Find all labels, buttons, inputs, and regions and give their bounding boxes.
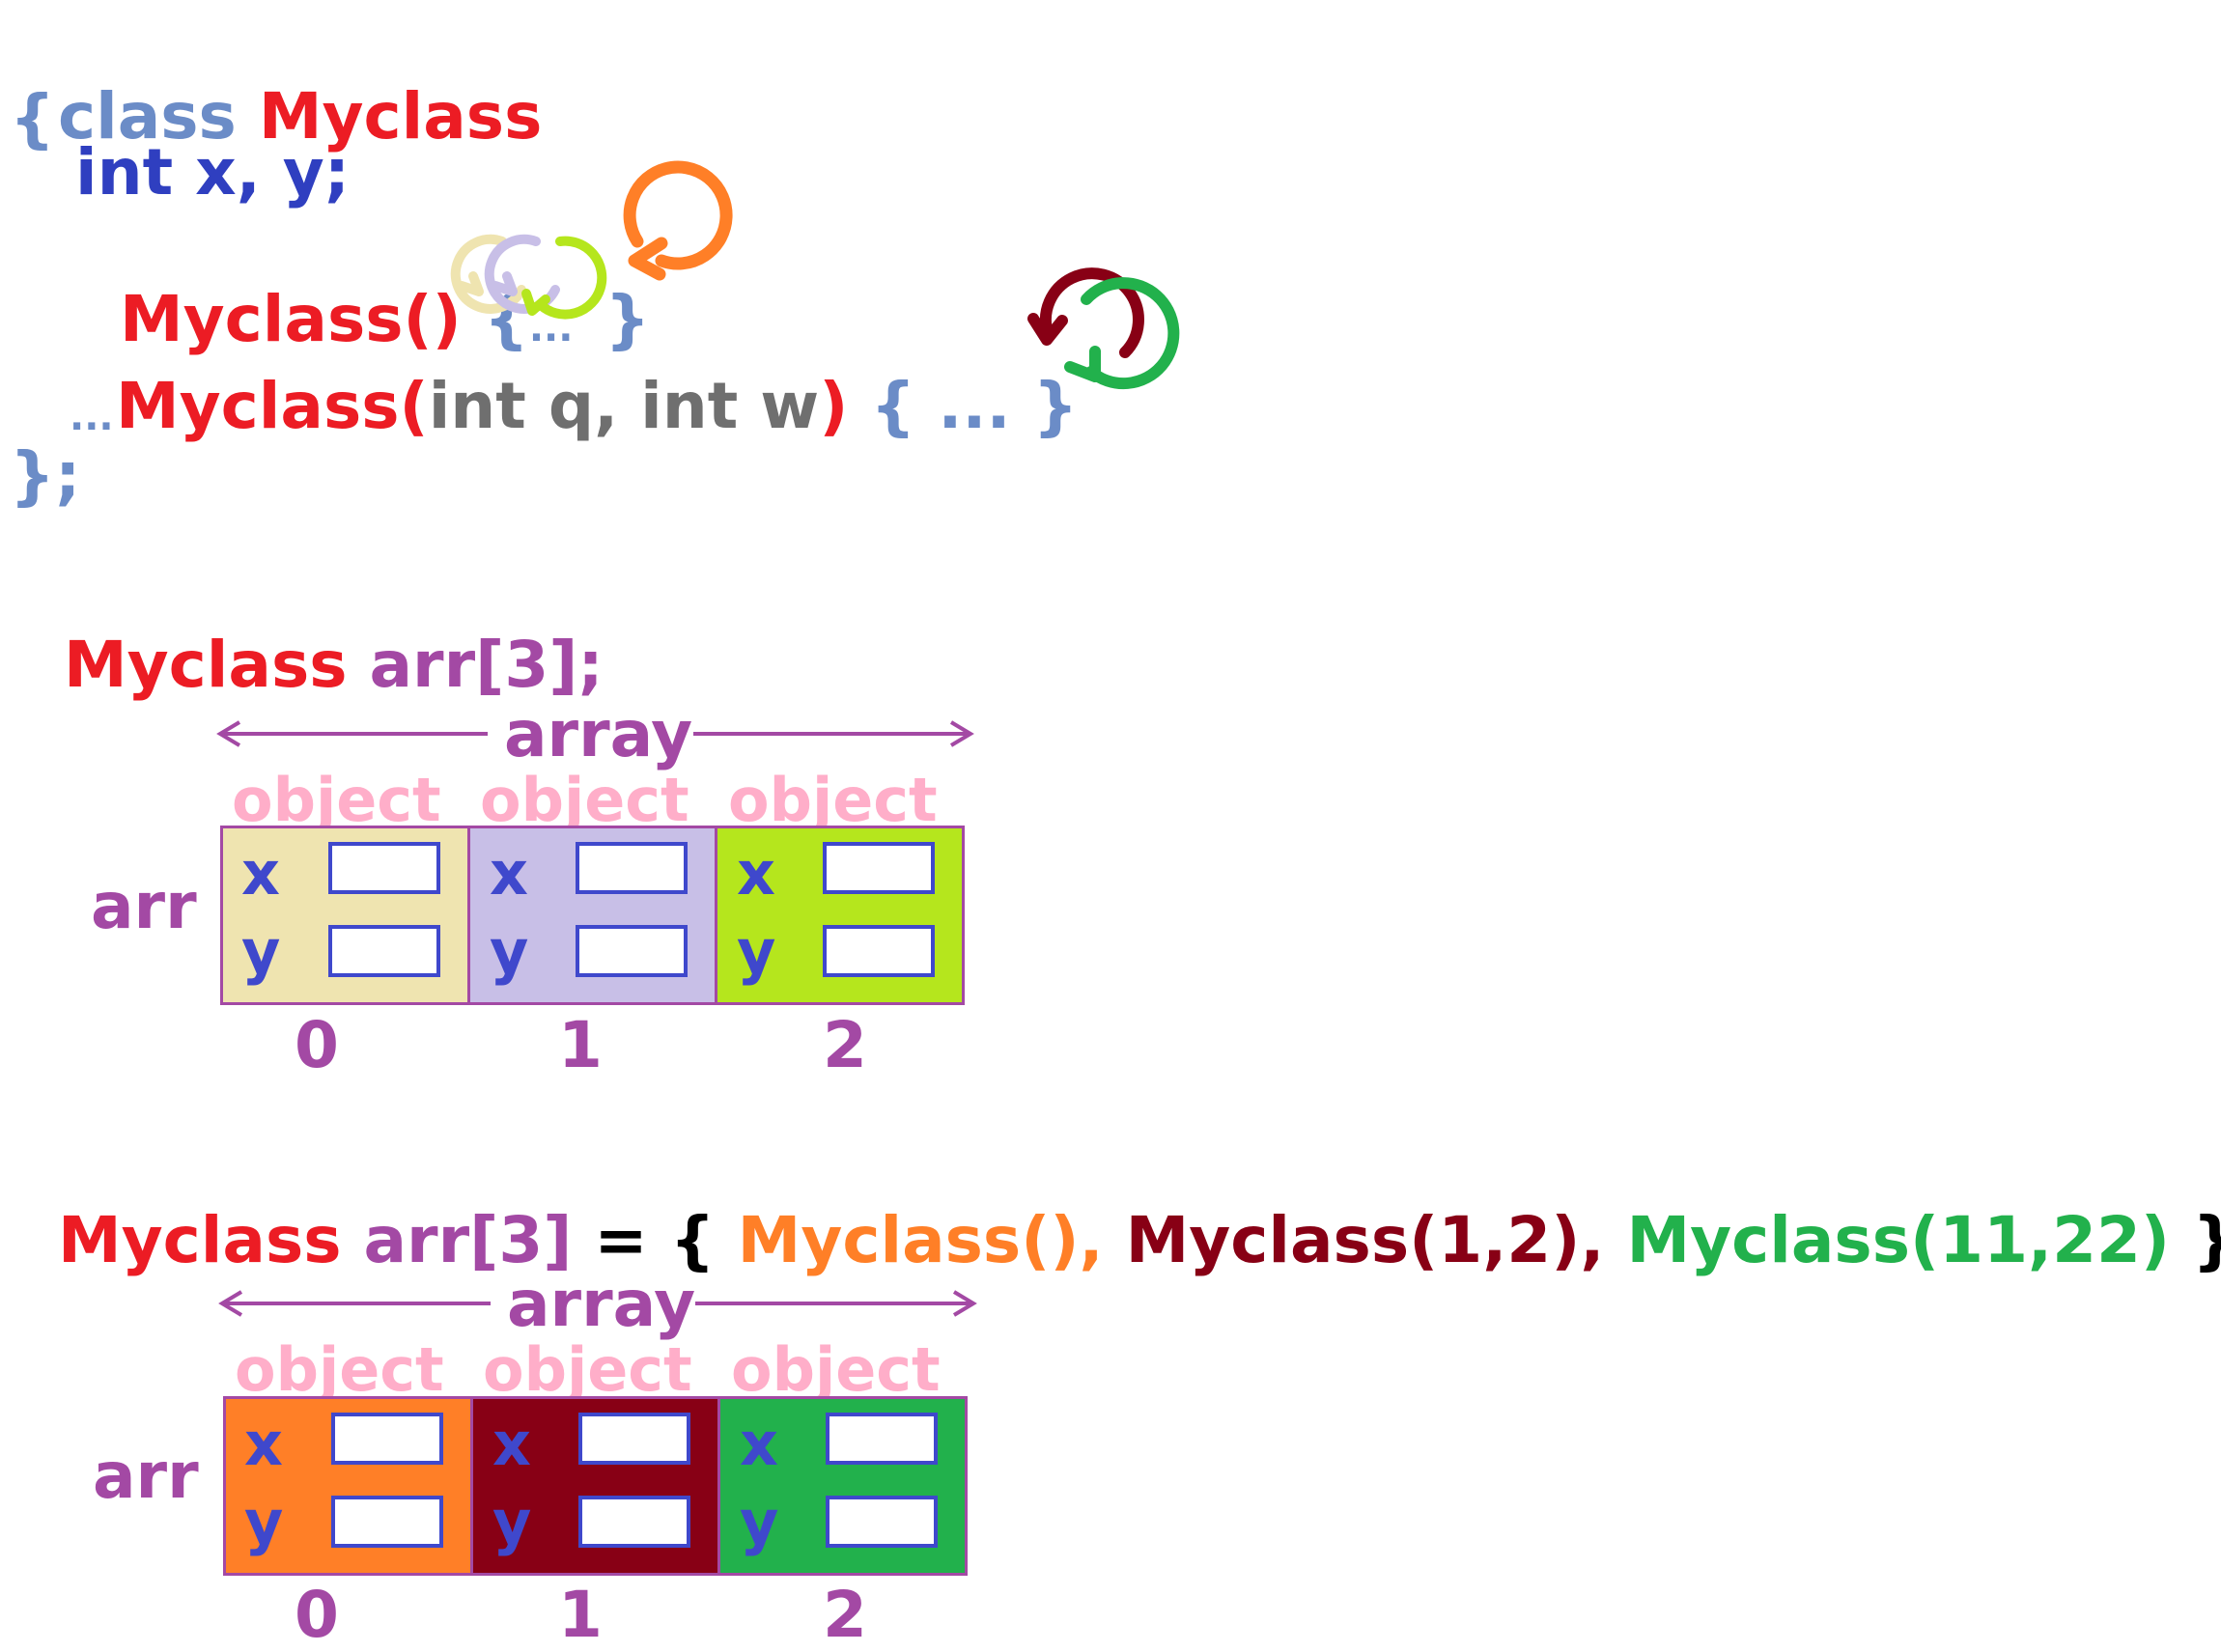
- param-constructor-close: ): [819, 369, 849, 443]
- param-constructor-name: Myclass(: [115, 369, 429, 443]
- arr-name-label: arr: [91, 869, 197, 943]
- field-y-2: y: [737, 916, 776, 987]
- value-box-x-2: [826, 1413, 938, 1465]
- decl2-init-1-2: Myclass(1,2),: [1125, 1203, 1605, 1277]
- decl2-close: }: [2192, 1203, 2221, 1277]
- decl2-eq: = {: [594, 1203, 716, 1277]
- object-label-0: object: [232, 765, 441, 835]
- decl1-type: Myclass: [63, 628, 348, 702]
- array-span-arrow-2: [218, 1290, 977, 1317]
- value-box-y-0: [328, 925, 440, 977]
- object-label-1: object: [480, 765, 689, 835]
- field-x-1: x: [490, 838, 528, 909]
- param-constructor-body: { ... }: [870, 369, 1079, 443]
- more-members-ellipsis: ...: [70, 395, 114, 439]
- object-label-2: object: [728, 765, 938, 835]
- decl2-var: arr[3]: [363, 1203, 573, 1277]
- value-box-y-1: [578, 1496, 690, 1548]
- field-x-0: x: [244, 1409, 283, 1479]
- default-ctor-body-close: }: [604, 282, 651, 356]
- value-box-x-0: [331, 1413, 443, 1465]
- default-constructor-line: Myclass() {... }: [75, 224, 650, 351]
- default-constructor-name: Myclass(): [119, 282, 462, 356]
- object-label-0: object: [235, 1334, 444, 1405]
- decl2-init-11-22: Myclass(11,22): [1626, 1203, 2171, 1277]
- field-y-2: y: [740, 1487, 779, 1557]
- array-label: array: [504, 697, 693, 771]
- close-brace: };: [10, 438, 81, 513]
- field-x-2: x: [740, 1409, 778, 1479]
- open-brace: {: [10, 81, 55, 155]
- member-declaration: int x, y;: [75, 135, 351, 210]
- value-box-x-1: [576, 842, 688, 894]
- declaration-2: Myclass arr[3] = { Myclass(), Myclass(1,…: [14, 1145, 2221, 1273]
- object-label-1: object: [483, 1334, 692, 1405]
- value-box-y-1: [576, 925, 688, 977]
- index-0: 0: [295, 1008, 339, 1082]
- param-constructor-args: int q, int w: [428, 369, 820, 443]
- index-2: 2: [823, 1008, 867, 1082]
- ghost-loop-icon-3: [521, 236, 607, 320]
- field-y-1: y: [492, 1487, 532, 1557]
- code-line-class: class Myclass: [14, 21, 542, 149]
- index-1: 1: [558, 1008, 603, 1082]
- value-box-x-0: [328, 842, 440, 894]
- field-y-1: y: [490, 916, 529, 987]
- object-label-2: object: [731, 1334, 941, 1405]
- default-constructor-loop-icon: [623, 160, 733, 281]
- field-x-2: x: [737, 838, 775, 909]
- value-box-x-1: [578, 1413, 690, 1465]
- param-constructor-loop-icon-green: [1064, 277, 1180, 390]
- index-2: 2: [823, 1578, 867, 1652]
- array-label: array: [507, 1267, 696, 1341]
- field-y-0: y: [244, 1487, 284, 1557]
- field-x-1: x: [492, 1409, 531, 1479]
- field-x-0: x: [241, 838, 280, 909]
- array-span-arrow-1: [216, 720, 974, 747]
- decl2-type: Myclass: [57, 1203, 342, 1277]
- param-constructor-line: Myclass(int q, int w) { ... }: [71, 311, 1079, 438]
- index-1: 1: [558, 1578, 603, 1652]
- index-0: 0: [295, 1578, 339, 1652]
- value-box-x-2: [823, 842, 935, 894]
- class-keyword: class: [57, 79, 237, 154]
- decl1-rest: arr[3];: [369, 628, 604, 702]
- decl2-init-default: Myclass(),: [737, 1203, 1104, 1277]
- value-box-y-2: [826, 1496, 938, 1548]
- declaration-1: Myclass arr[3];: [19, 570, 604, 697]
- arr-name-label: arr: [93, 1439, 199, 1513]
- value-box-y-0: [331, 1496, 443, 1548]
- field-y-0: y: [241, 916, 281, 987]
- param-constructor-loop-icon-maroon: [1027, 267, 1144, 358]
- class-name: Myclass: [258, 79, 543, 154]
- value-box-y-2: [823, 925, 935, 977]
